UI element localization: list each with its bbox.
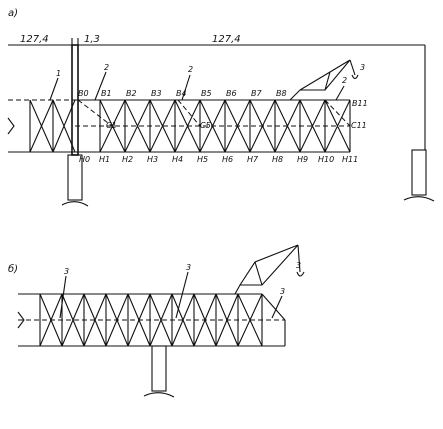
node-label-top: В2 — [126, 89, 137, 98]
node-label-top: В0 — [78, 89, 89, 98]
node-label-bottom: Н8 — [272, 155, 283, 164]
break-mark-left — [7, 117, 15, 135]
node-label-bottom: Н0 — [79, 155, 90, 164]
node-label-bottom: Н11 — [342, 155, 358, 164]
callout-2b: 2 — [188, 65, 193, 74]
temporary-braces — [77, 99, 351, 127]
panel-b-letter: б) — [8, 263, 18, 275]
node-label-bottom: Н5 — [197, 155, 208, 164]
callout-2c-leader — [335, 85, 345, 101]
callout-1: 1 — [56, 69, 61, 78]
node-label-bottom: Н10 — [318, 155, 334, 164]
existing-truss-web — [29, 99, 76, 153]
callout-2c: 2 — [342, 76, 347, 85]
callout-b2: 3 — [186, 263, 191, 272]
node-label-top: В6 — [226, 89, 237, 98]
pier-a-ground — [61, 201, 89, 207]
callout-b3-leader — [271, 295, 283, 319]
node-label-bottom: Н2 — [122, 155, 133, 164]
node-label-bottom: Н6 — [222, 155, 233, 164]
dimension-label-mid: 1,3 — [84, 34, 100, 45]
callout-1-leader — [49, 77, 59, 101]
callout-2a: 2 — [104, 63, 109, 72]
callout-b3: 3 — [280, 287, 285, 296]
pier-c-ground — [143, 392, 175, 398]
dimension-label-left: 127,4 — [20, 34, 49, 45]
callout-2b-leader — [181, 74, 191, 101]
node-label-bottom: Н4 — [172, 155, 183, 164]
callout-b4: 3 — [296, 261, 301, 270]
callout-b2-leader — [175, 271, 189, 319]
panel-b-crane — [234, 244, 299, 295]
node-label-bottom: Н3 — [147, 155, 158, 164]
panel-a: а) 127,4 1,3 127,4 1 2 — [7, 8, 435, 207]
node-label-bottom: Н9 — [297, 155, 308, 164]
pier-a — [67, 154, 83, 201]
panel-b-truss-web — [39, 293, 286, 347]
node-label-bottom: Н1 — [99, 155, 110, 164]
panel-b: б) 3 3 3 3 — [8, 244, 305, 398]
panel-b-crane-hook — [296, 244, 305, 277]
node-label-top: В5 — [201, 89, 212, 98]
callout-b1-leader — [59, 275, 67, 319]
panel-a-letter: а) — [8, 8, 18, 19]
node-label-mid: С11 — [351, 121, 367, 130]
callout-2-leader — [94, 71, 107, 101]
crane — [289, 59, 351, 101]
break-mark-b — [17, 311, 25, 329]
crane-hook — [349, 59, 359, 80]
pier-b — [411, 149, 427, 196]
callout-b1: 3 — [64, 267, 69, 276]
node-label-top: В8 — [276, 89, 287, 98]
node-label-top: В1 — [101, 89, 112, 98]
truss-web — [99, 99, 351, 153]
callout-3: 3 — [360, 63, 365, 72]
pier-c — [151, 345, 167, 392]
node-label-top: В4 — [176, 89, 187, 98]
node-label-mid: С5 — [200, 121, 211, 130]
node-label-top: В11 — [352, 99, 368, 108]
node-label-bottom: Н7 — [247, 155, 259, 164]
pier-b-ground — [403, 196, 435, 202]
dimension-label-right: 127,4 — [212, 34, 241, 45]
node-label-top: В3 — [151, 89, 162, 98]
node-label-mid: С1 — [106, 121, 117, 130]
node-label-top: В7 — [251, 89, 262, 98]
